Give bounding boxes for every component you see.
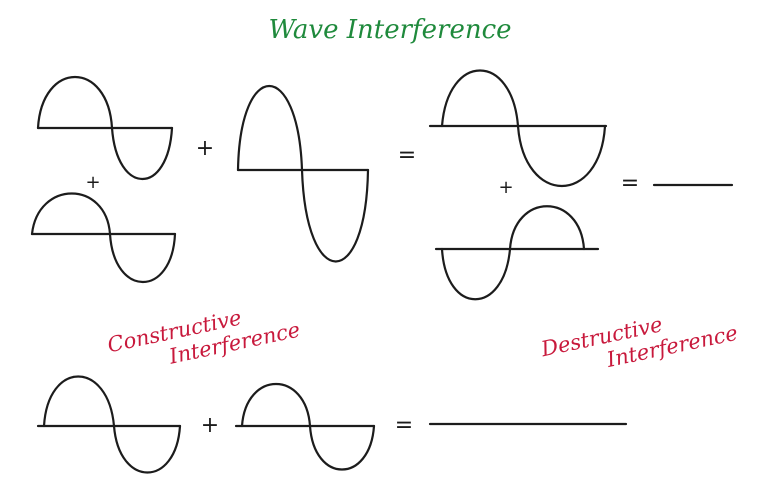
equals-sign-constructive: = — [398, 143, 416, 168]
wave-e-bottom — [42, 375, 182, 474]
destructive-label-group: Destructive Interference — [538, 312, 740, 372]
plus-sign-bottom: + — [201, 413, 219, 438]
plus-sign-constructive: + — [196, 136, 214, 161]
plus-sign-destructive-inner: + — [498, 177, 513, 198]
equals-sign-bottom: = — [395, 413, 413, 438]
plus-sign-constructive-inner: + — [85, 172, 100, 193]
constructive-label-group: Constructive Interference — [105, 305, 302, 368]
wave-c-destructive — [440, 69, 607, 188]
wave-result-constructive — [236, 85, 370, 263]
equals-sign-destructive: = — [621, 171, 639, 196]
wave-d-destructive — [440, 205, 586, 301]
diagram-title: Wave Interference — [268, 15, 511, 45]
wave-f-bottom — [240, 382, 376, 471]
wave-a-constructive — [36, 76, 174, 181]
wave-b-constructive — [30, 192, 177, 284]
